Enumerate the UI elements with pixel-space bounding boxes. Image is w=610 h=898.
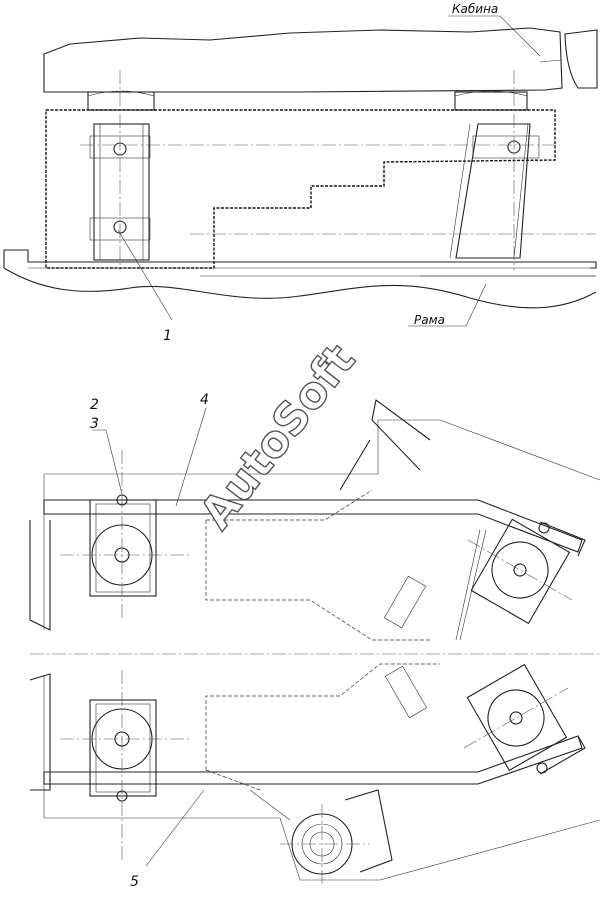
callout-3: 3 bbox=[90, 416, 99, 432]
callout-5: 5 bbox=[130, 874, 139, 890]
callout-1: 1 bbox=[163, 328, 172, 344]
frame-outline bbox=[4, 249, 597, 269]
callout-4: 4 bbox=[200, 392, 209, 408]
leader-4 bbox=[175, 407, 207, 507]
mounting-bar-lower bbox=[43, 735, 583, 785]
cab-front-panel bbox=[564, 29, 598, 89]
lower-rear-bolt bbox=[536, 762, 548, 774]
autosoft-watermark: AutoSoft bbox=[190, 335, 365, 539]
upper-rear-rubber-mount bbox=[491, 541, 549, 599]
mounting-bar-upper bbox=[43, 499, 583, 553]
leader-2-3 bbox=[92, 429, 123, 495]
frame-break-line bbox=[3, 267, 597, 309]
front-cab-mount bbox=[87, 91, 155, 111]
frame-label: Рама bbox=[414, 313, 445, 327]
lower-rear-rubber-mount bbox=[487, 689, 545, 747]
plan-view-upper bbox=[29, 399, 601, 641]
leader-cab bbox=[448, 15, 541, 57]
upper-rear-bolt bbox=[538, 522, 550, 534]
side-elevation-view bbox=[3, 15, 598, 327]
rear-cab-mount bbox=[454, 91, 528, 111]
cab-outline bbox=[43, 27, 563, 93]
callout-2: 2 bbox=[90, 397, 99, 413]
leader-1 bbox=[117, 229, 173, 321]
plan-view-lower bbox=[29, 663, 601, 884]
cab-label: Кабина bbox=[452, 2, 498, 16]
leader-frame bbox=[408, 283, 487, 327]
leader-5 bbox=[145, 789, 205, 867]
cab-bracket-outline bbox=[45, 109, 556, 269]
